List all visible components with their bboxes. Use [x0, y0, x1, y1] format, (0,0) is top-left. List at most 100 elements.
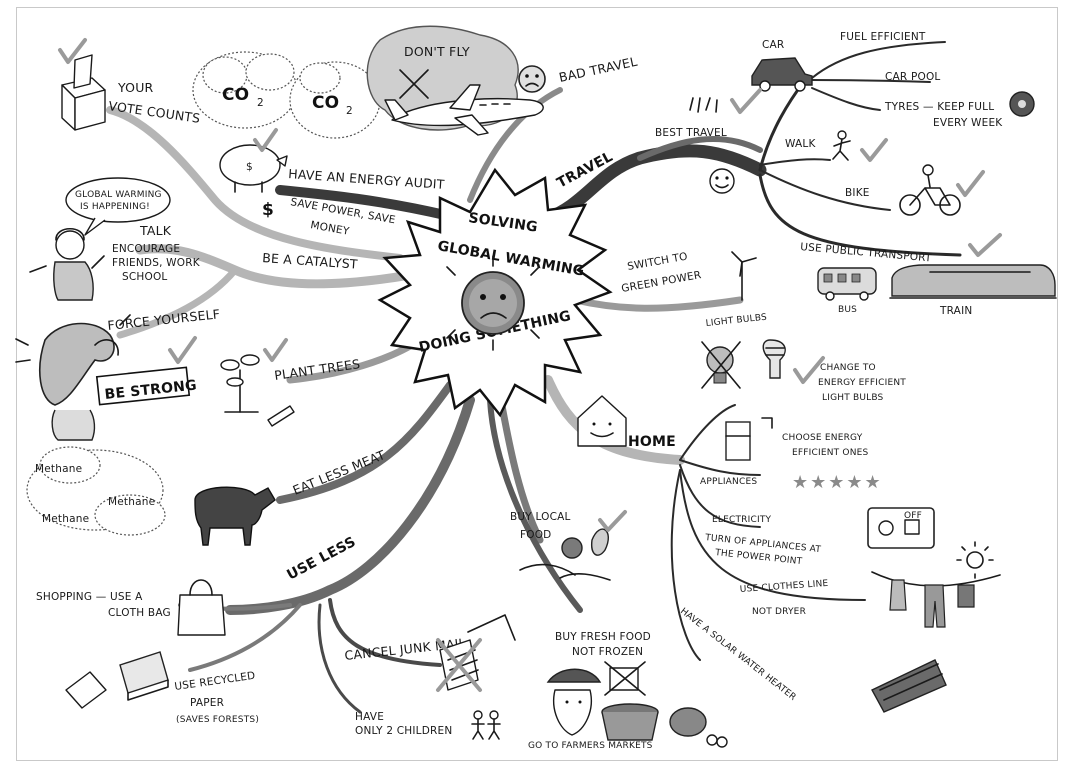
have-label: HAVE [355, 711, 384, 723]
bicycle-icon [899, 164, 961, 216]
piggy-bank-icon: $ [219, 144, 288, 193]
only-2-children-label: ONLY 2 CHILDREN [355, 725, 452, 737]
branch-green-power [571, 296, 744, 312]
cow-icon [194, 486, 276, 546]
home-label: HOME [628, 434, 676, 450]
off-label: OFF [904, 511, 922, 521]
branch-vote [106, 106, 404, 262]
car-pool-label: CAR POOL [885, 71, 940, 83]
junk-mail-icon [436, 614, 516, 692]
check-icon-local [598, 510, 627, 532]
buy-local-line1: BUY LOCAL [510, 511, 571, 523]
co2-label-2: CO [312, 93, 339, 113]
branch-tyres [811, 87, 881, 111]
bubble-line1: GLOBAL WARMING [75, 190, 162, 200]
recycled-line1: USE RECYCLED [174, 670, 256, 693]
encourage-line2: FRIENDS, WORK [112, 257, 201, 269]
check-icon-public [968, 233, 1002, 257]
clothes-line-icon [871, 541, 1001, 628]
check-icon-vote [58, 38, 87, 64]
cloth-bag-icon [177, 579, 226, 636]
branch-junk [328, 598, 442, 667]
check-icon-bike [956, 170, 985, 197]
tyres-line2: EVERY WEEK [933, 117, 1003, 129]
bus-label: BUS [838, 305, 857, 315]
bubble-line2: IS HAPPENING! [80, 202, 150, 212]
recycled-paper-icon [65, 651, 169, 709]
best-travel-label: BEST TRAVEL [655, 127, 727, 139]
branch-meat [276, 381, 454, 504]
dont-fly-cloud: DON'T FLY [366, 25, 544, 136]
change-line3: LIGHT BULBS [822, 393, 884, 403]
be-catalyst-label: BE A CATALYST [262, 250, 359, 272]
central-node: SOLVING GLOBAL WARMING DOING SOMETHING [377, 167, 613, 418]
branch-bulbs [679, 404, 736, 461]
buy-local-line2: FOOD [520, 529, 551, 541]
branch-buy-local [496, 391, 544, 544]
check-icon-audit [253, 128, 278, 152]
save-power-line2: MONEY [309, 219, 350, 238]
branch-fuel [811, 41, 946, 79]
cloth-bag-label: CLOTH BAG [108, 607, 171, 619]
basket-icon [601, 703, 728, 748]
branch-car [758, 78, 807, 172]
buy-fresh-line2: NOT FROZEN [572, 646, 643, 658]
electricity-label: ELECTRICITY [712, 515, 772, 525]
airplane-icon [384, 84, 544, 136]
house-icon [577, 395, 627, 447]
co2-label-1: CO [222, 85, 249, 105]
children-icon [471, 710, 501, 740]
switch-line2: GREEN POWER [620, 269, 702, 295]
clothes-line1: USE CLOTHES LINE [740, 579, 829, 595]
co2-cloud-1: CO 2 [192, 51, 298, 129]
appliances-label: APPLIANCES [700, 477, 757, 487]
smiley-icon [709, 168, 735, 194]
dont-fly-label: DON'T FLY [404, 44, 470, 59]
branch-children [317, 603, 362, 714]
force-yourself-label: FORCE YOURSELF [107, 306, 221, 333]
shopping-label: SHOPPING — USE A [36, 591, 143, 603]
branch-catalyst [135, 244, 415, 289]
clothes-line2: NOT DRYER [752, 607, 806, 617]
switch-line1: SWITCH TO [626, 251, 688, 273]
your-vote-line1: YOUR [117, 80, 154, 95]
be-strong-box [95, 366, 191, 406]
public-transport-label: USE PUBLIC TRANSPORT [800, 241, 933, 264]
walk-label: WALK [785, 138, 816, 150]
speech-bubble: GLOBAL WARMING IS HAPPENING! [65, 177, 171, 236]
methane-label-2: Methane [108, 496, 155, 508]
bus-icon [817, 267, 877, 301]
tyres-line1: TYRES — KEEP FULL [884, 101, 994, 113]
dollar-sign: $ [262, 200, 274, 220]
image-border [16, 7, 1058, 761]
energy-stars: ★★★★★ [792, 472, 883, 493]
change-line1: CHANGE TO [820, 363, 876, 373]
fuel-efficient-label: FUEL EFFICIENT [840, 31, 926, 43]
branch-clothes [679, 469, 866, 601]
methane-label-1: Methane [35, 463, 82, 475]
encourage-line3: SCHOOL [122, 271, 167, 283]
car-label: CAR [762, 39, 784, 51]
farmers-markets-label: GO TO FARMERS MARKETS [528, 741, 653, 751]
eat-less-meat-label: EAT LESS MEAT [291, 447, 388, 498]
light-bulb-icons [701, 339, 786, 389]
check-icon-force [168, 336, 197, 364]
branch-bad-travel [467, 87, 563, 203]
fridge-icon [725, 417, 773, 461]
check-icon-plant [263, 338, 288, 362]
woman-talking-icon [29, 227, 105, 301]
sapling-icon [220, 354, 295, 427]
buy-fresh-line1: BUY FRESH FOOD [555, 631, 651, 643]
branch-carpool [811, 79, 931, 83]
co2-sub-1: 2 [257, 97, 264, 109]
energy-audit-label: HAVE AN ENERGY AUDIT [288, 166, 445, 192]
branch-electricity [679, 464, 761, 528]
branch-best [637, 136, 763, 161]
bike-label: BIKE [845, 187, 870, 199]
recycled-line2: PAPER [190, 697, 224, 709]
sad-earth-icon [446, 255, 540, 351]
train-icon [889, 264, 1057, 299]
branch-appliances [679, 459, 761, 476]
farmer-icon [546, 668, 602, 736]
